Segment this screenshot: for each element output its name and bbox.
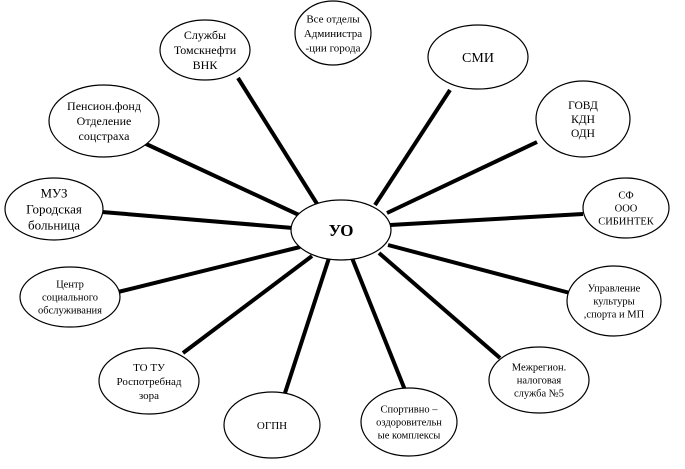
node-sf: СФ ООО СИБИНТЕК bbox=[582, 177, 670, 239]
node-tomskneft-label-line: ВНК bbox=[193, 58, 219, 72]
node-all-depts-ellipse bbox=[294, 0, 372, 66]
connector-pension bbox=[143, 141, 300, 217]
node-smi-ellipse bbox=[427, 24, 529, 90]
node-tax-label-line: Межрегион. bbox=[512, 363, 566, 374]
node-rospotreb-ellipse bbox=[98, 347, 200, 415]
connector-tomskneft bbox=[236, 76, 321, 209]
node-tomskneft-label-line: Службы bbox=[184, 28, 226, 42]
node-hospital-label-line: Городская bbox=[26, 202, 82, 217]
node-sport-label-line: Спортивно – bbox=[381, 405, 439, 416]
node-culture-label-line: Управление bbox=[588, 284, 641, 295]
connector-social bbox=[117, 245, 301, 294]
connector-ogpn bbox=[283, 257, 331, 394]
connector-hospital bbox=[101, 210, 294, 230]
connector-sf bbox=[389, 212, 584, 227]
node-rospotreb: ТО ТУ Роспотребнад зора bbox=[98, 347, 200, 415]
node-ogpn-ellipse bbox=[223, 391, 321, 459]
node-pension-label-line: Пенсион.фонд bbox=[67, 99, 141, 113]
node-tax-label-line: налоговая bbox=[517, 376, 562, 387]
connector-rospotreb bbox=[181, 254, 314, 355]
node-govd: ГОВД КДН ОДН bbox=[535, 80, 631, 158]
node-sport: Спортивно – оздоровительн ые комплексы bbox=[360, 387, 458, 457]
node-sport-ellipse bbox=[360, 387, 458, 457]
node-culture-label-line: культуры bbox=[593, 297, 634, 308]
node-social-label-line: Центр bbox=[56, 280, 84, 291]
node-hospital-label-line: МУЗ bbox=[40, 186, 67, 201]
node-sf-label-line: СФ bbox=[618, 191, 633, 202]
node-smi-label-line: СМИ bbox=[462, 51, 494, 66]
connector-lines bbox=[101, 76, 584, 394]
node-social-label-line: социального bbox=[42, 293, 98, 304]
node-social-ellipse bbox=[19, 266, 121, 328]
node-hospital-ellipse bbox=[4, 177, 104, 241]
node-all-depts-label-line: Все отделы bbox=[306, 13, 360, 25]
node-culture: Управление культуры ,спорта и МП bbox=[566, 265, 662, 337]
node-pension-label-line: соцстраха bbox=[79, 129, 131, 143]
node-sf-label-line: ООО bbox=[615, 204, 638, 215]
node-ogpn: ОГПН bbox=[223, 391, 321, 459]
node-pension-label-line: Отделение bbox=[77, 114, 132, 128]
node-social-label-line: обслуживания bbox=[38, 306, 102, 317]
node-culture-ellipse bbox=[566, 265, 662, 337]
node-all-depts-label-line: -ции города bbox=[306, 42, 361, 54]
node-govd-label-line: КДН bbox=[571, 114, 595, 126]
node-tomskneft-label-line: Томскнефти bbox=[174, 43, 237, 57]
node-rospotreb-label-line: ТО ТУ bbox=[133, 362, 165, 374]
center-node: УО bbox=[290, 199, 392, 261]
node-rospotreb-label-line: Роспотребнад bbox=[116, 376, 181, 388]
node-ogpn-label-line: ОГПН bbox=[257, 420, 287, 432]
node-govd-label-line: ОДН bbox=[571, 128, 595, 140]
connector-tax bbox=[377, 251, 502, 360]
center-node-ellipse bbox=[290, 199, 392, 261]
node-hospital-label-line: больница bbox=[28, 218, 80, 233]
node-tax-label-line: служба №5 bbox=[514, 389, 564, 400]
node-all-depts-label-line: Администра bbox=[304, 28, 362, 40]
connector-smi bbox=[373, 88, 452, 207]
connector-culture bbox=[387, 243, 571, 295]
node-sport-label-line: оздоровительн bbox=[376, 418, 442, 429]
center-node-label-line: УО bbox=[329, 221, 354, 240]
node-pension-ellipse bbox=[48, 84, 160, 158]
node-culture-label-line: ,спорта и МП bbox=[584, 310, 645, 321]
node-sport-label-line: ые комплексы bbox=[378, 431, 441, 442]
node-govd-ellipse bbox=[535, 80, 631, 158]
node-sf-label-line: СИБИНТЕК bbox=[598, 217, 655, 228]
node-tax-ellipse bbox=[488, 346, 590, 414]
connector-govd bbox=[386, 140, 538, 215]
node-smi: СМИ bbox=[427, 24, 529, 90]
node-sf-ellipse bbox=[582, 177, 670, 239]
node-tomskneft-ellipse bbox=[159, 19, 251, 81]
node-rospotreb-label-line: зора bbox=[139, 390, 159, 402]
connector-sport bbox=[350, 257, 407, 391]
node-tax: Межрегион. налоговая служба №5 bbox=[488, 346, 590, 414]
node-govd-label-line: ГОВД bbox=[568, 100, 598, 112]
node-social: Центр социального обслуживания bbox=[19, 266, 121, 328]
